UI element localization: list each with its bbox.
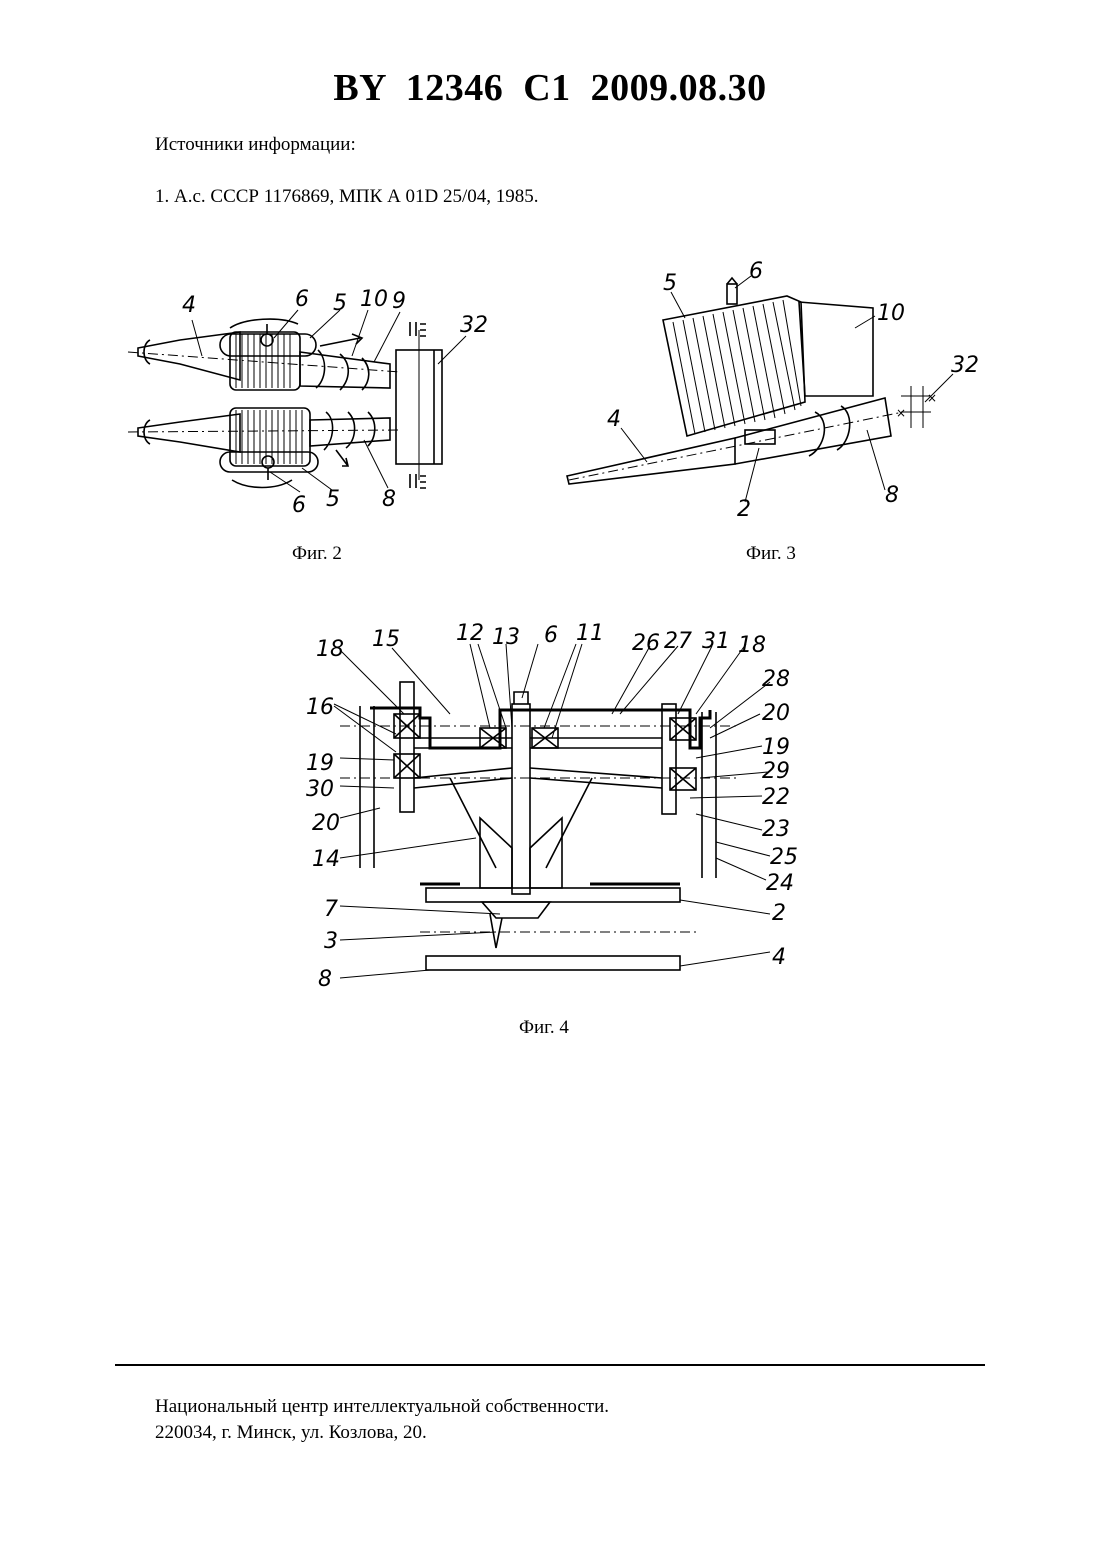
fig4-label-12: 12 (456, 621, 484, 646)
fig3-label-5: 5 (663, 271, 677, 296)
fig4-label-23: 23 (762, 817, 790, 842)
fig4-label-19b: 19 (306, 751, 334, 776)
fig3-label-4: 4 (607, 407, 621, 432)
fig4-label-2: 2 (772, 901, 786, 926)
figure-3-drawing: × × 5 6 10 32 4 2 8 (555, 262, 985, 522)
fig2-label-5a: 5 (333, 291, 347, 316)
fig3-label-10: 10 (877, 301, 905, 326)
fig2-label-6a: 6 (295, 287, 309, 312)
fig4-label-20b: 20 (312, 811, 340, 836)
fig4-label-26: 26 (632, 631, 660, 656)
fig4-label-29: 29 (762, 759, 790, 784)
fig4-label-16: 16 (306, 695, 334, 720)
sources-title: Источники информации: (155, 134, 356, 156)
fig4-label-24: 24 (766, 871, 794, 896)
fig2-label-10: 10 (360, 287, 388, 312)
fig2-label-5b: 5 (326, 487, 340, 512)
fig4-label-8: 8 (318, 967, 332, 992)
fig4-label-15: 15 (372, 627, 400, 652)
fig4-label-11: 11 (576, 621, 604, 646)
figure-2-drawing: 4 6 5 10 9 32 6 5 8 (120, 280, 500, 520)
fig4-label-30: 30 (306, 777, 334, 802)
figure-3-caption: Фиг. 3 (746, 543, 796, 565)
fig4-label-18b: 18 (738, 633, 766, 658)
fig2-label-32: 32 (460, 313, 488, 338)
fig3-label-6: 6 (749, 259, 763, 284)
footer-address: 220034, г. Минск, ул. Козлова, 20. (155, 1422, 427, 1444)
fig4-label-4: 4 (772, 945, 786, 970)
fig4-label-13: 13 (492, 625, 520, 650)
fig2-label-8: 8 (382, 487, 396, 512)
figure-2-caption: Фиг. 2 (292, 543, 342, 565)
footer-organization: Национальный центр интеллектуальной собс… (155, 1396, 609, 1418)
fig3-label-32: 32 (951, 353, 979, 378)
fig4-label-18a: 18 (316, 637, 344, 662)
fig4-label-22: 22 (762, 785, 790, 810)
fig2-label-4: 4 (182, 293, 196, 318)
fig4-label-28: 28 (762, 667, 790, 692)
fig4-label-25: 25 (770, 845, 798, 870)
fig4-label-7: 7 (324, 897, 338, 922)
fig2-label-6b: 6 (292, 493, 306, 518)
fig4-label-6: 6 (544, 623, 558, 648)
fig4-label-14: 14 (312, 847, 340, 872)
svg-text:×: × (896, 406, 906, 420)
fig4-label-3: 3 (324, 929, 338, 954)
figure-4-drawing: 18 15 12 13 6 11 26 27 31 18 28 20 19 29… (300, 618, 800, 998)
document-header: BY 12346 C1 2009.08.30 (0, 66, 1100, 110)
fig4-label-31: 31 (702, 629, 730, 654)
footer-divider (115, 1364, 985, 1366)
fig2-label-9: 9 (392, 289, 406, 314)
source-item: 1. А.с. СССР 1176869, МПК А 01D 25/04, 1… (155, 186, 539, 208)
fig4-label-19a: 19 (762, 735, 790, 760)
figure-4-caption: Фиг. 4 (519, 1017, 569, 1039)
fig4-label-20a: 20 (762, 701, 790, 726)
fig4-label-27: 27 (664, 629, 692, 654)
fig3-label-8: 8 (885, 483, 899, 508)
fig3-label-2: 2 (737, 497, 751, 522)
